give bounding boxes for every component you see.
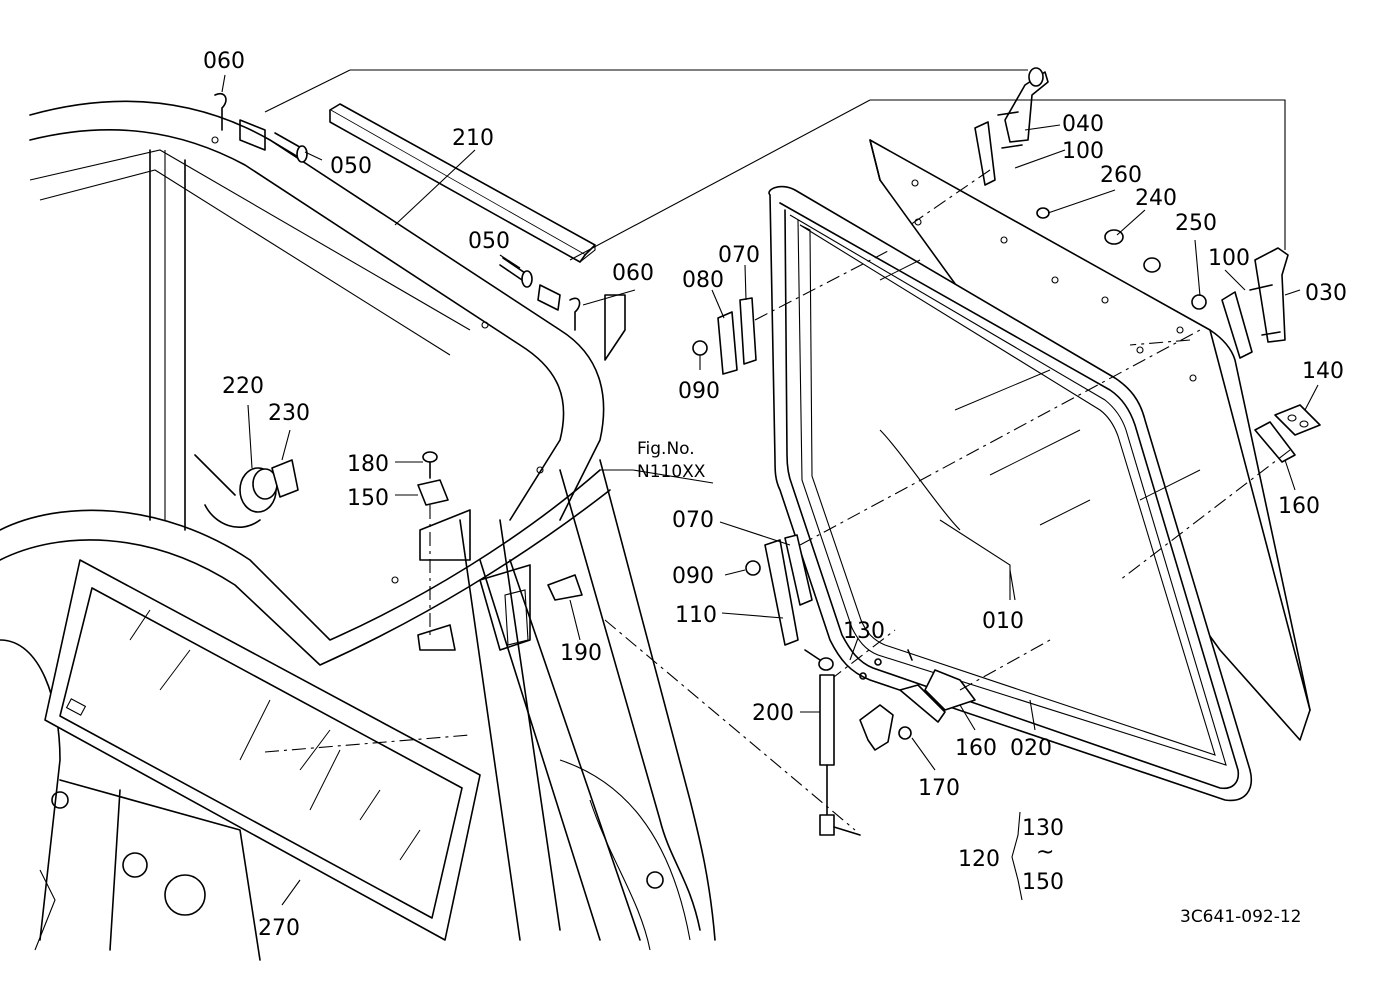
callout-200: 200 <box>752 701 794 726</box>
rear-glass-panel-270 <box>44 559 481 941</box>
callout-060-mid: 060 <box>612 261 654 286</box>
handle-140 <box>1254 404 1321 463</box>
set-group-start: 130 <box>1022 816 1064 841</box>
bracket-190 <box>547 574 583 601</box>
hinge-pins <box>214 92 626 361</box>
drawing-number: 3C641-092-12 <box>1180 907 1301 927</box>
bolt-180-bracket-150 <box>417 451 456 651</box>
fig-ref-title: Fig.No. <box>637 439 695 459</box>
callout-110: 110 <box>675 603 717 628</box>
callout-100-right: 100 <box>1208 246 1250 271</box>
callout-150: 150 <box>347 486 389 511</box>
callout-020: 020 <box>1010 736 1052 761</box>
hinge-030 <box>1221 247 1289 359</box>
callout-060-top: 060 <box>203 49 245 74</box>
callout-labels: 060 050 210 050 060 040 100 260 240 250 … <box>203 49 1347 941</box>
callout-050-top: 050 <box>330 154 372 179</box>
callout-250: 250 <box>1175 211 1217 236</box>
callout-270: 270 <box>258 916 300 941</box>
latch-assembly <box>829 629 976 751</box>
callout-030: 030 <box>1305 281 1347 306</box>
grommet-220-230 <box>239 459 299 513</box>
callout-090-top: 090 <box>678 379 720 404</box>
callout-140: 140 <box>1302 359 1344 384</box>
callout-210: 210 <box>452 126 494 151</box>
callout-090-low: 090 <box>672 564 714 589</box>
figure-reference: Fig.No. N110XX <box>637 439 706 482</box>
plates-070-110-lower <box>745 534 813 646</box>
callout-190: 190 <box>560 641 602 666</box>
callout-130: 130 <box>843 619 885 644</box>
leader-lines <box>221 74 1319 906</box>
callout-070-low: 070 <box>672 508 714 533</box>
callout-170: 170 <box>918 776 960 801</box>
fig-ref-code: N110XX <box>637 462 706 482</box>
set-group-brace <box>1011 811 1023 901</box>
hinge-040 <box>974 67 1049 186</box>
callout-100-top: 100 <box>1062 139 1104 164</box>
plates-070-080-upper <box>692 297 757 375</box>
callout-240: 240 <box>1135 186 1177 211</box>
connection-lines <box>264 69 1291 831</box>
door-frame-seal-020 <box>768 185 1252 802</box>
set-group-end: 150 <box>1022 870 1064 895</box>
roof-bar-210 <box>329 103 596 263</box>
callout-040: 040 <box>1062 112 1104 137</box>
callout-010: 010 <box>982 609 1024 634</box>
gas-strut-200 <box>804 649 861 836</box>
callout-050-mid: 050 <box>468 229 510 254</box>
callout-260: 260 <box>1100 163 1142 188</box>
callout-220: 220 <box>222 374 264 399</box>
callout-180: 180 <box>347 452 389 477</box>
callout-160-low: 160 <box>955 736 997 761</box>
cab-frame <box>0 100 716 961</box>
callout-080: 080 <box>682 268 724 293</box>
callout-070-top: 070 <box>718 243 760 268</box>
callout-230: 230 <box>268 401 310 426</box>
callout-160-right: 160 <box>1278 494 1320 519</box>
set-group-number: 120 <box>958 847 1000 872</box>
set-group-120: 120 130 ~ 150 <box>958 811 1064 901</box>
set-group-tilde: ~ <box>1036 840 1054 865</box>
